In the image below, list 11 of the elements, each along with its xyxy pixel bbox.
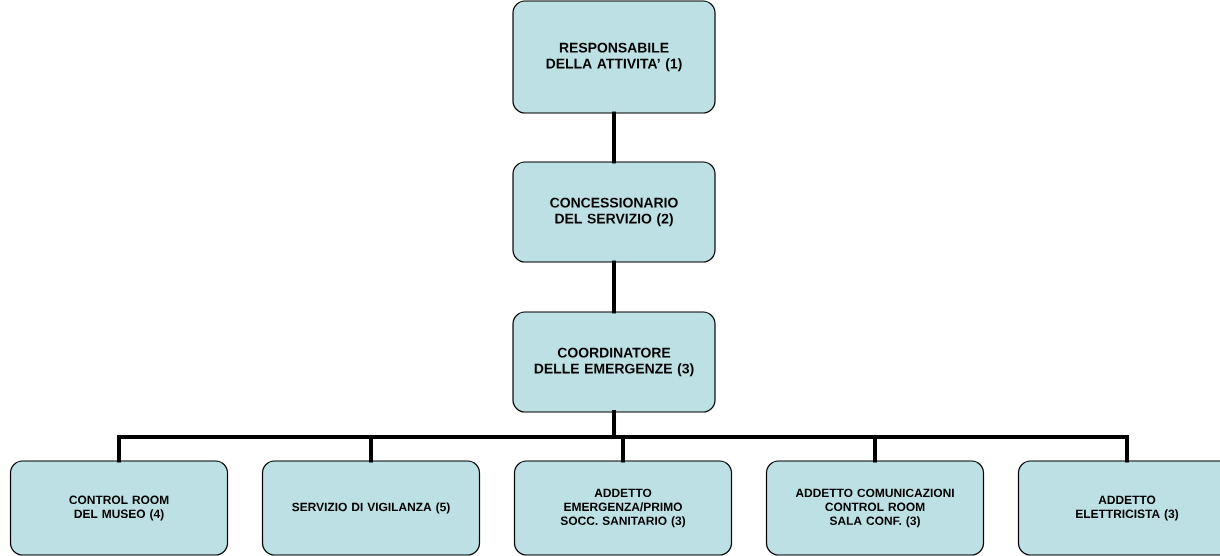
connector-line: [612, 410, 1129, 463]
org-box: CONCESSIONARIO DEL SERVIZIO (2): [512, 161, 716, 263]
org-box: CONTROL ROOM DEL MUSEO (4): [9, 460, 229, 556]
org-box: ADDETTO EMERGENZA/PRIMO SOCC. SANITARIO (3): [513, 460, 733, 556]
org-box: RESPONSABILE DELLA ATTIVITA’ (1): [512, 0, 716, 114]
connector-line: [612, 260, 616, 314]
org-box: SERVIZIO DI VIGILANZA (5): [261, 460, 481, 556]
org-box: ADDETTO COMUNICAZIONI CONTROL ROOM SALA CONF. (3): [765, 460, 985, 556]
org-box: COORDINATORE DELLE EMERGENZE (3): [512, 311, 716, 413]
connector-line: [612, 111, 616, 164]
org-box: ADDETTO ELETTRICISTA (3): [1017, 460, 1220, 556]
